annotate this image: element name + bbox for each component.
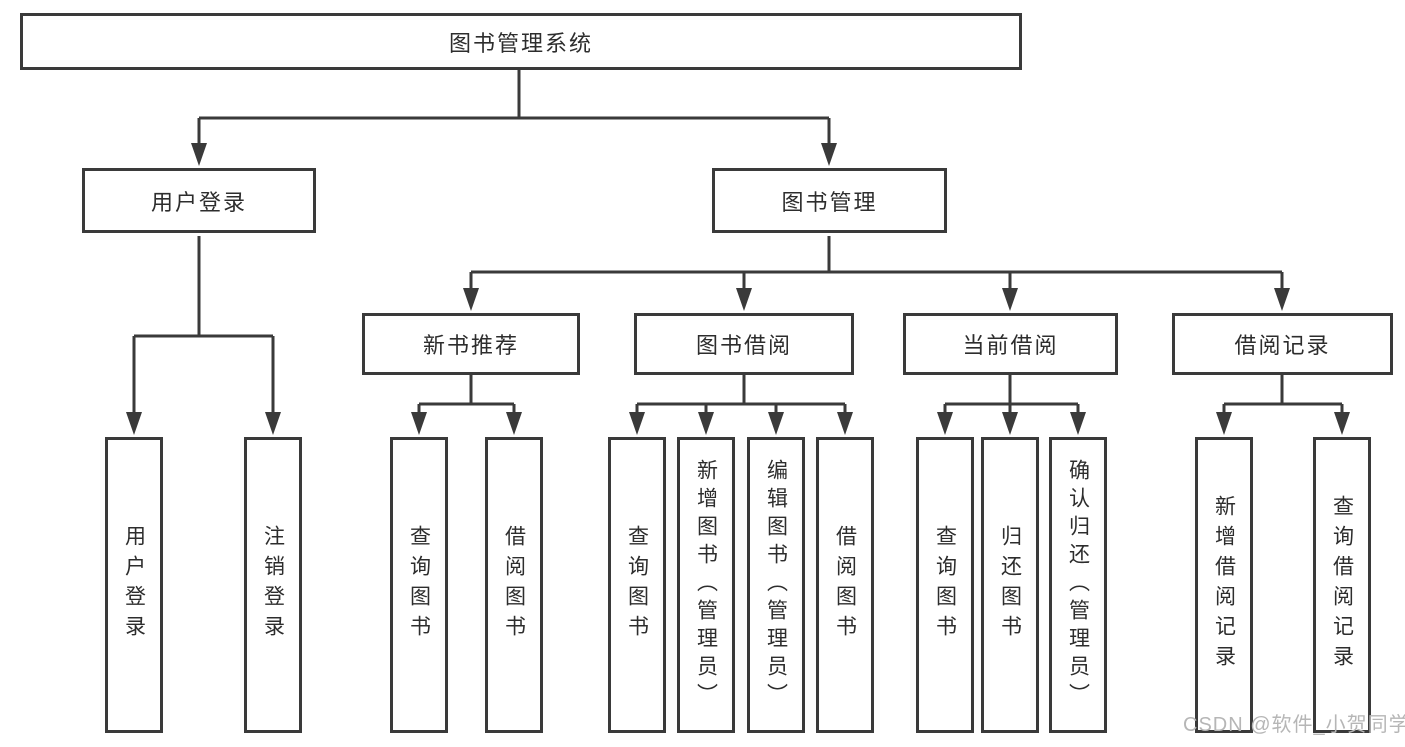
connector-line bbox=[635, 375, 847, 421]
leaf-return-books: 归还图书 bbox=[981, 437, 1039, 733]
leaf-edit-books-admin: 编辑图书（管理员） bbox=[747, 437, 805, 733]
node-user-login-label: 用户登录 bbox=[150, 189, 247, 215]
leaf-query-books-current: 查询图书 bbox=[916, 437, 974, 733]
node-current-borrowing-label: 当前借阅 bbox=[962, 333, 1059, 358]
leaf-query-books-current-label: 查询图书 bbox=[933, 525, 957, 645]
arrowhead-icon bbox=[126, 143, 1350, 435]
node-new-book-recommend-label: 新书推荐 bbox=[422, 333, 519, 358]
leaf-edit-books-admin-label: 编辑图书（管理员） bbox=[764, 459, 788, 711]
leaf-query-books-borrowing: 查询图书 bbox=[608, 437, 666, 733]
node-book-borrowing-label: 图书借阅 bbox=[695, 333, 792, 358]
leaf-borrow-books-recommend: 借阅图书 bbox=[485, 437, 543, 733]
node-borrowing-records-label: 借阅记录 bbox=[1234, 333, 1331, 358]
leaf-query-books-recommend-label: 查询图书 bbox=[407, 525, 431, 645]
connector-line bbox=[132, 236, 275, 421]
csdn-watermark: CSDN @软件_小贺同学 bbox=[1183, 714, 1405, 736]
leaf-borrow-books-borrowing: 借阅图书 bbox=[816, 437, 874, 733]
leaf-add-borrow-record: 新增借阅记录 bbox=[1195, 437, 1253, 733]
node-current-borrowing: 当前借阅 bbox=[903, 313, 1118, 375]
leaf-return-books-label: 归还图书 bbox=[998, 525, 1022, 645]
node-root-label: 图书管理系统 bbox=[448, 30, 593, 56]
leaf-query-borrow-record-label: 查询借阅记录 bbox=[1330, 495, 1354, 675]
node-book-management: 图书管理 bbox=[712, 168, 947, 233]
leaf-query-borrow-record: 查询借阅记录 bbox=[1313, 437, 1371, 733]
leaf-add-borrow-record-label: 新增借阅记录 bbox=[1212, 495, 1236, 675]
leaf-confirm-return-admin-label: 确认归还（管理员） bbox=[1066, 459, 1090, 711]
leaf-add-books-admin: 新增图书（管理员） bbox=[677, 437, 735, 733]
node-book-management-label: 图书管理 bbox=[781, 189, 878, 215]
leaf-user-login-label: 用户登录 bbox=[122, 525, 146, 645]
node-book-borrowing: 图书借阅 bbox=[634, 313, 854, 375]
leaf-add-books-admin-label: 新增图书（管理员） bbox=[694, 459, 718, 711]
connector-line bbox=[197, 70, 831, 152]
leaf-query-books-recommend: 查询图书 bbox=[390, 437, 448, 733]
leaf-confirm-return-admin: 确认归还（管理员） bbox=[1049, 437, 1107, 733]
leaf-borrow-books-recommend-label: 借阅图书 bbox=[502, 525, 526, 645]
leaf-query-books-borrowing-label: 查询图书 bbox=[625, 525, 649, 645]
node-borrowing-records: 借阅记录 bbox=[1172, 313, 1393, 375]
leaf-logout: 注销登录 bbox=[244, 437, 302, 733]
node-user-login: 用户登录 bbox=[82, 168, 316, 233]
connector-line bbox=[1222, 375, 1344, 421]
leaf-borrow-books-borrowing-label: 借阅图书 bbox=[833, 525, 857, 645]
connector-line bbox=[469, 236, 1284, 297]
leaf-user-login: 用户登录 bbox=[105, 437, 163, 733]
leaf-logout-label: 注销登录 bbox=[261, 525, 285, 645]
connector-line bbox=[417, 375, 516, 421]
node-new-book-recommend: 新书推荐 bbox=[362, 313, 580, 375]
node-root: 图书管理系统 bbox=[20, 13, 1022, 70]
